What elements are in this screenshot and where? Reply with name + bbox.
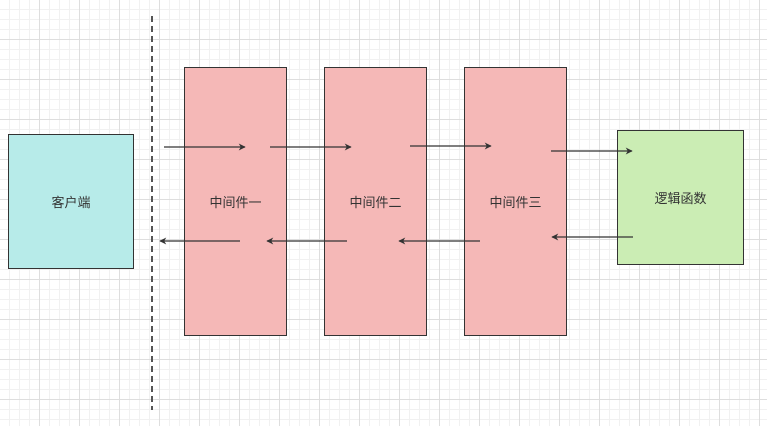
middleware-2-label: 中间件二	[349, 196, 402, 211]
logic-function-label: 逻辑函数	[654, 192, 707, 207]
client-node[interactable]: 客户端	[8, 134, 134, 269]
middleware-1-label: 中间件一	[209, 196, 262, 211]
middleware-2-node[interactable]: 中间件二	[324, 67, 427, 336]
middleware-1-node[interactable]: 中间件一	[184, 67, 287, 336]
client-label: 客户端	[51, 196, 91, 211]
logic-function-node[interactable]: 逻辑函数	[617, 130, 744, 265]
middleware-3-node[interactable]: 中间件三	[464, 67, 567, 336]
middleware-3-label: 中间件三	[489, 196, 542, 211]
